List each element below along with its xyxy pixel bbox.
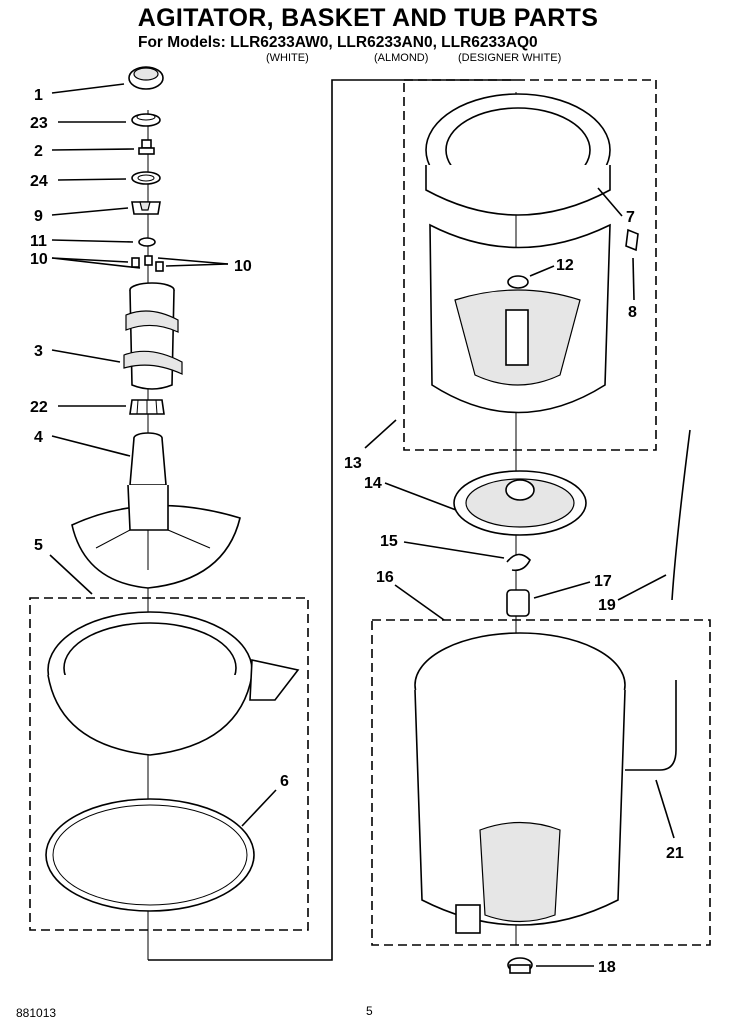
tub-plug [507, 957, 533, 974]
model-note-white: (WHITE) [266, 52, 309, 64]
agitator-base [71, 432, 241, 589]
overflow-hose [671, 429, 691, 601]
callout-2: 2 [34, 143, 43, 160]
seal-ring [131, 171, 161, 185]
agitator-barrel [123, 282, 183, 390]
callout-24: 24 [30, 173, 48, 190]
callout-22: 22 [30, 399, 48, 416]
basket-nut [507, 275, 529, 289]
callout-4: 4 [34, 429, 43, 446]
callout-leaders [49, 83, 675, 967]
tub-ring [47, 611, 300, 756]
hub-clip [506, 553, 531, 572]
callout-10-right: 10 [234, 258, 252, 275]
callout-13: 13 [344, 455, 362, 472]
callout-18: 18 [598, 959, 616, 976]
callout-10-left: 10 [30, 251, 48, 268]
dashed-group-tub [371, 619, 711, 946]
agitator-bolt [138, 139, 155, 155]
callout-19: 19 [598, 597, 616, 614]
models-subtitle: For Models: LLR6233AW0, LLR6233AN0, LLR6… [138, 34, 538, 51]
retainer-ring [138, 237, 156, 247]
cap-insert [131, 113, 161, 127]
callout-11: 11 [30, 233, 47, 250]
callout-12: 12 [556, 257, 574, 274]
tub-seal [45, 798, 255, 912]
outer-tub [414, 632, 626, 934]
balance-ring [425, 93, 611, 216]
callout-16: 16 [376, 569, 394, 586]
callout-23: 23 [30, 115, 48, 132]
callout-5: 5 [34, 537, 43, 554]
page-number: 5 [366, 1004, 373, 1018]
wash-basket [429, 223, 611, 414]
agitator-cap [128, 66, 164, 90]
callout-1: 1 [34, 87, 43, 104]
callout-8: 8 [628, 304, 637, 321]
callout-21: 21 [666, 845, 684, 862]
agitator-cam [131, 201, 161, 215]
model-note-designer-white: (DESIGNER WHITE) [458, 52, 562, 64]
callout-3: 3 [34, 343, 43, 360]
dashed-group-left [29, 597, 309, 931]
dashed-group-basket [403, 79, 657, 451]
page-title: AGITATOR, BASKET AND TUB PARTS [137, 4, 599, 32]
drive-hub [453, 470, 587, 536]
callout-6: 6 [280, 773, 289, 790]
callout-17: 17 [594, 573, 612, 590]
drain-hose [625, 680, 677, 771]
drive-block [129, 399, 165, 415]
callout-15: 15 [380, 533, 398, 550]
callout-7: 7 [626, 209, 635, 226]
tub-fitting [506, 589, 530, 617]
callout-14: 14 [364, 475, 382, 492]
basket-clip [625, 228, 639, 252]
doc-code: 881013 [16, 1006, 57, 1020]
model-note-almond: (ALMOND) [374, 52, 429, 64]
callout-9: 9 [34, 208, 43, 225]
agitator-dogs [131, 255, 164, 272]
